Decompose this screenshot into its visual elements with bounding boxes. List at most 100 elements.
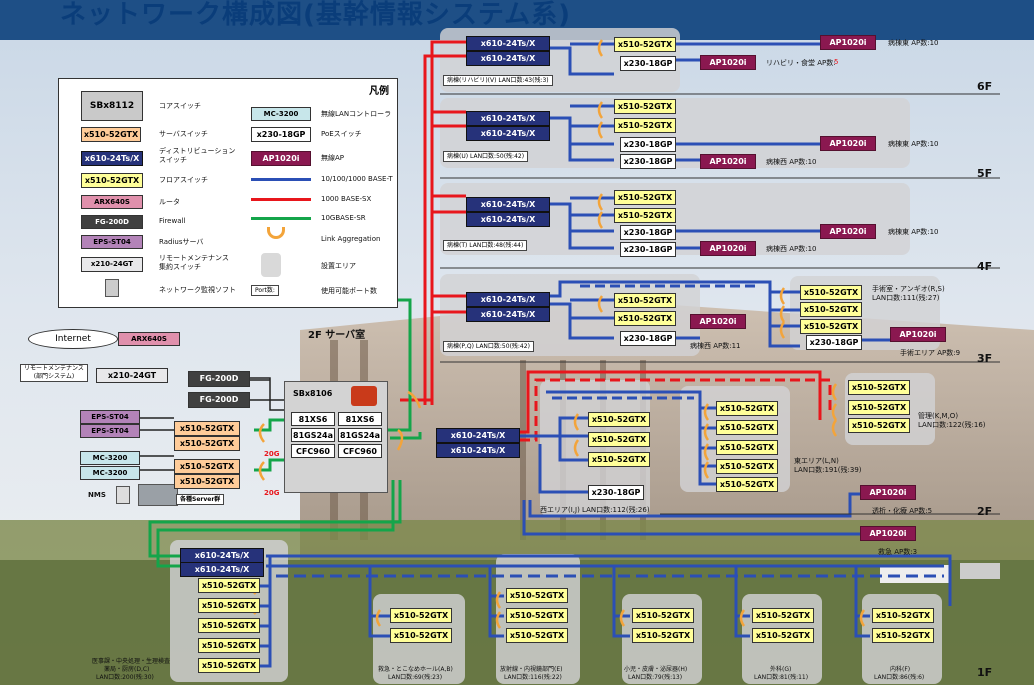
area-3f-label: 病棟(P,Q) LAN口数:50(残:42) xyxy=(443,341,534,352)
server-room-label: 2F サーバ室 xyxy=(308,326,365,341)
ap-2f-dialysis: AP1020i xyxy=(860,485,916,500)
ap-4f-west: AP1020i xyxy=(700,241,756,256)
legend-radius-box: EPS-ST04 xyxy=(81,235,143,249)
legend: 凡例 SBx8112 コアスイッチ x510-52GTX サーバスイッチ x61… xyxy=(58,78,398,308)
legend-title: 凡例 xyxy=(369,82,389,97)
ap-5f-east: AP1020i xyxy=(820,136,876,151)
legend-area-label: 設置エリア xyxy=(321,261,356,271)
floor-label-2f: 2F xyxy=(977,505,992,518)
legend-ap-label: 無線AP xyxy=(321,153,344,163)
f1-main-floor-4: x510-52GTX xyxy=(198,638,260,653)
core-module-6: CFC960 xyxy=(338,444,382,458)
server-switch-3: x510-52GTX xyxy=(174,459,240,474)
ap-6f-rehab: AP1020i xyxy=(700,55,756,70)
link-aggregation-icon xyxy=(267,227,285,239)
f1-d-floor-2: x510-52GTX xyxy=(752,628,814,643)
core-module-5: CFC960 xyxy=(291,444,335,458)
poe-6f: x230-18GP xyxy=(620,56,676,71)
legend-poe-label: PoEスイッチ xyxy=(321,129,362,139)
east-floor-3: x510-52GTX xyxy=(716,440,778,455)
west-poe: x230-18GP xyxy=(588,485,644,500)
floor-6f: x510-52GTX xyxy=(614,37,676,52)
legend-router-label: ルータ xyxy=(159,197,180,207)
mgmt-floor-2: x510-52GTX xyxy=(848,400,910,415)
f1-b-label-b: LAN口数:116(残:22) xyxy=(504,672,562,681)
poe-5f-2: x230-18GP xyxy=(620,154,676,169)
floor-3f-1: x510-52GTX xyxy=(614,293,676,308)
legend-sr-label: 10GBASE-SR xyxy=(321,214,366,222)
firewall-1: FG-200D xyxy=(188,371,250,387)
server-switch-2: x510-52GTX xyxy=(174,436,240,451)
poe-4f-1: x230-18GP xyxy=(620,225,676,240)
legend-floor-box: x510-52GTX xyxy=(81,173,143,188)
dist-5f-1: x610-24Ts/X xyxy=(466,111,550,126)
nms-label: NMS xyxy=(88,491,106,499)
legend-line-blue xyxy=(251,178,311,181)
logo-icon xyxy=(351,386,377,406)
ap-6f-east-label: 病棟東 AP数:10 xyxy=(888,38,939,48)
floor-4f-2: x510-52GTX xyxy=(614,208,676,223)
f1-c-floor-2: x510-52GTX xyxy=(632,628,694,643)
legend-wlc-label: 無線LANコントローラ xyxy=(321,109,391,119)
east-floor-4: x510-52GTX xyxy=(716,459,778,474)
ap-2f-er: AP1020i xyxy=(860,526,916,541)
f1-b-floor-3: x510-52GTX xyxy=(506,628,568,643)
legend-fw-box: FG-200D xyxy=(81,215,143,229)
west-floor-2: x510-52GTX xyxy=(588,432,650,447)
remote-maintenance-label: リモートメンテナンス (部門システム) xyxy=(20,364,88,382)
f1-e-floor-1: x510-52GTX xyxy=(872,608,934,623)
legend-poe-box: x230-18GP xyxy=(251,127,311,142)
legend-nms-label: ネットワーク監視ソフト xyxy=(159,285,236,295)
west-floor-1: x510-52GTX xyxy=(588,412,650,427)
radius-2: EPS-ST04 xyxy=(80,424,140,438)
legend-agg-label: Link Aggregation xyxy=(321,235,380,243)
f1-main-floor-2: x510-52GTX xyxy=(198,598,260,613)
legend-server-label: サーバスイッチ xyxy=(159,129,208,139)
floor-label-3f: 3F xyxy=(977,352,992,365)
f1-d-label-b: LAN口数:81(残:11) xyxy=(754,672,808,681)
legend-remote-box: x210-24GT xyxy=(81,257,143,272)
ap-4f-east: AP1020i xyxy=(820,224,876,239)
f1-main-floor-3: x510-52GTX xyxy=(198,618,260,633)
ap-6f-rehab-count: 5 xyxy=(834,58,838,66)
f1-a-floor-2: x510-52GTX xyxy=(390,628,452,643)
dist-2f-2: x610-24Ts/X xyxy=(436,443,520,458)
f1-c-floor-1: x510-52GTX xyxy=(632,608,694,623)
dist-3f-1: x610-24Ts/X xyxy=(466,292,550,307)
mgmt-floor-3: x510-52GTX xyxy=(848,418,910,433)
area-5f-label: 病棟(U) LAN口数:50(残:42) xyxy=(443,151,528,162)
f1-d-floor-1: x510-52GTX xyxy=(752,608,814,623)
poe-3f: x230-18GP xyxy=(620,331,676,346)
west-area-label: 西エリア(I,J) LAN口数:112(残:26) xyxy=(540,505,650,515)
floor-5f-1: x510-52GTX xyxy=(614,99,676,114)
core-module-4: 81GS24a xyxy=(338,428,382,442)
east-floor-1: x510-52GTX xyxy=(716,401,778,416)
f1-main-label-c: LAN口数:200(残:30) xyxy=(96,672,154,681)
wlc-1: MC-3200 xyxy=(80,451,140,465)
ap-4f-west-label: 病棟西 AP数:10 xyxy=(766,244,817,254)
mgmt-floor-1: x510-52GTX xyxy=(848,380,910,395)
east-label-b: LAN口数:191(残:39) xyxy=(794,465,862,475)
computer-icon xyxy=(105,279,119,297)
legend-sx-label: 1000 BASE-SX xyxy=(321,195,371,203)
dist-3f-2: x610-24Ts/X xyxy=(466,307,550,322)
legend-port-label: 使用可能ポート数 xyxy=(321,286,377,296)
floor-label-4f: 4F xyxy=(977,260,992,273)
ap-3f-or-label: 手術エリア AP数:9 xyxy=(900,348,960,358)
dist-2f-1: x610-24Ts/X xyxy=(436,428,520,443)
or-label-b: LAN口数:111(残:27) xyxy=(872,293,940,303)
server-switch-1: x510-52GTX xyxy=(174,421,240,436)
ap-5f-west-label: 病棟西 AP数:10 xyxy=(766,157,817,167)
area-6f-label: 病棟(リハビリ)(V) LAN口数:43(残:3) xyxy=(443,75,553,86)
mgmt-label-b: LAN口数:122(残:16) xyxy=(918,420,986,430)
dist-4f-2: x610-24Ts/X xyxy=(466,212,550,227)
f1-main-floor-5: x510-52GTX xyxy=(198,658,260,673)
f1-e-label-b: LAN口数:86(残:6) xyxy=(874,672,924,681)
f1-b-floor-2: x510-52GTX xyxy=(506,608,568,623)
legend-area-swatch xyxy=(261,253,281,277)
ap-3f-label: 病棟西 AP数:11 xyxy=(690,341,741,351)
legend-base-t-label: 10/100/1000 BASE-T xyxy=(321,175,393,183)
legend-dist-box: x610-24Ts/X xyxy=(81,151,143,166)
legend-remote-label: リモートメンテナンス 集約スイッチ xyxy=(159,254,229,272)
servers-label: 各種Server群 xyxy=(176,494,224,505)
